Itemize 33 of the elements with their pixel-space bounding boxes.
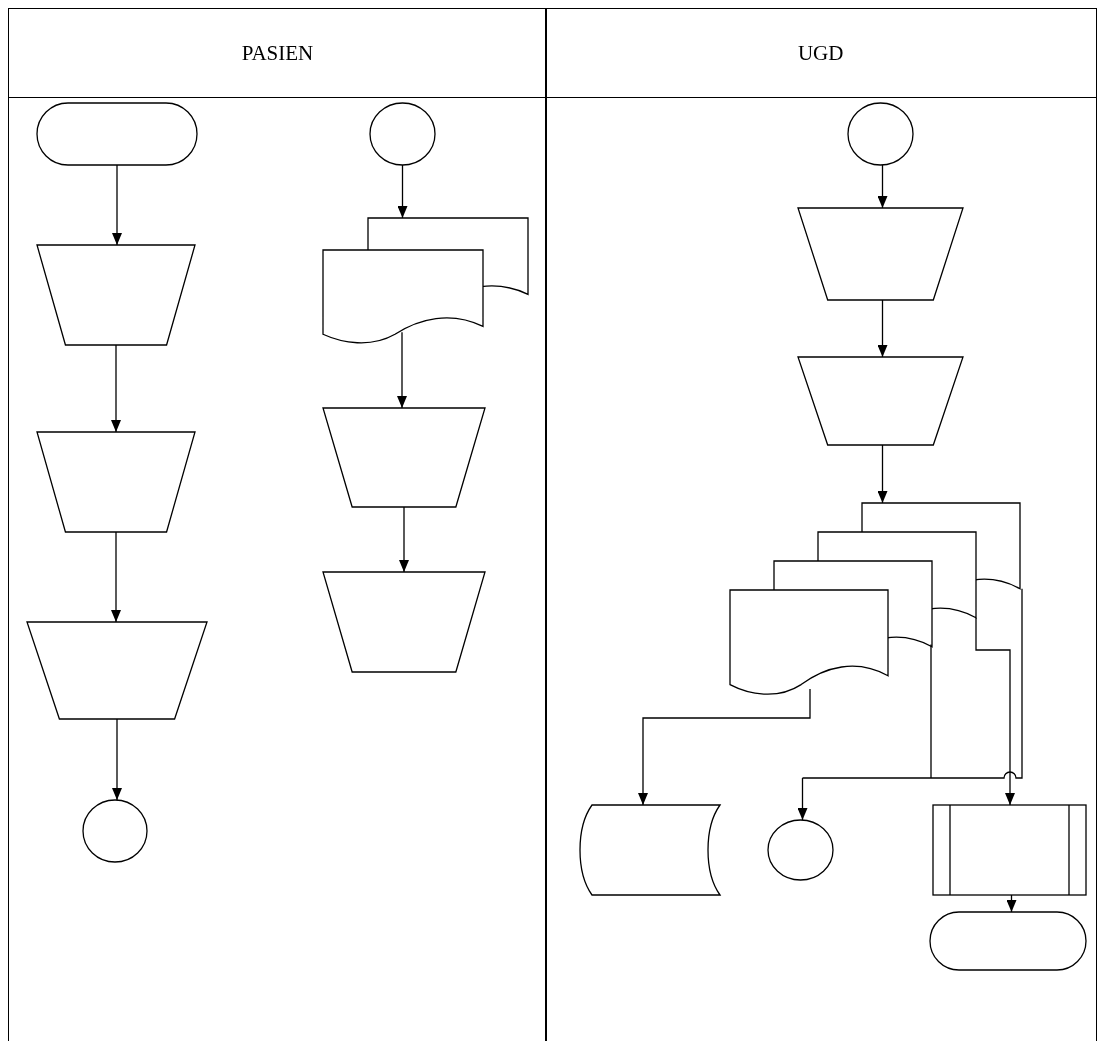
manual-operation-trapezoid	[798, 207, 964, 300]
flow-arrow	[877, 164, 888, 209]
manual-operation-trapezoid	[322, 571, 485, 672]
manual-operation-trapezoid	[36, 244, 195, 345]
manual-operation-trapezoid	[322, 407, 485, 507]
flow-arrow	[399, 506, 409, 573]
flow-arrow	[397, 331, 407, 409]
connector-circle	[848, 102, 914, 165]
flow-arrow	[797, 588, 1023, 821]
predefined-process-shape	[933, 804, 1087, 895]
flow-arrow	[877, 444, 888, 504]
manual-operation-trapezoid	[798, 356, 964, 445]
swimlane	[544, 8, 1097, 1041]
flow-arrow	[112, 164, 122, 246]
terminator-shape	[930, 911, 1087, 970]
lane-title: PASIEN	[241, 40, 314, 66]
flow-arrow	[975, 617, 1015, 806]
flow-arrow	[112, 718, 122, 801]
lane-title: UGD	[797, 40, 844, 66]
manual-operation-trapezoid	[36, 431, 195, 532]
connector-circle	[369, 102, 435, 165]
flow-arrow	[1006, 894, 1017, 913]
flow-arrow	[111, 344, 121, 433]
stored-data-shape	[576, 804, 721, 895]
connector-circle	[768, 819, 834, 880]
manual-operation-trapezoid	[26, 621, 207, 719]
connector-circle	[82, 799, 147, 862]
flow-arrow	[877, 299, 888, 358]
flow-arrow	[397, 164, 408, 219]
flow-arrow	[111, 531, 121, 623]
swimlane	[8, 8, 547, 1041]
terminator-shape	[36, 102, 197, 165]
flow-arrow	[638, 688, 811, 806]
